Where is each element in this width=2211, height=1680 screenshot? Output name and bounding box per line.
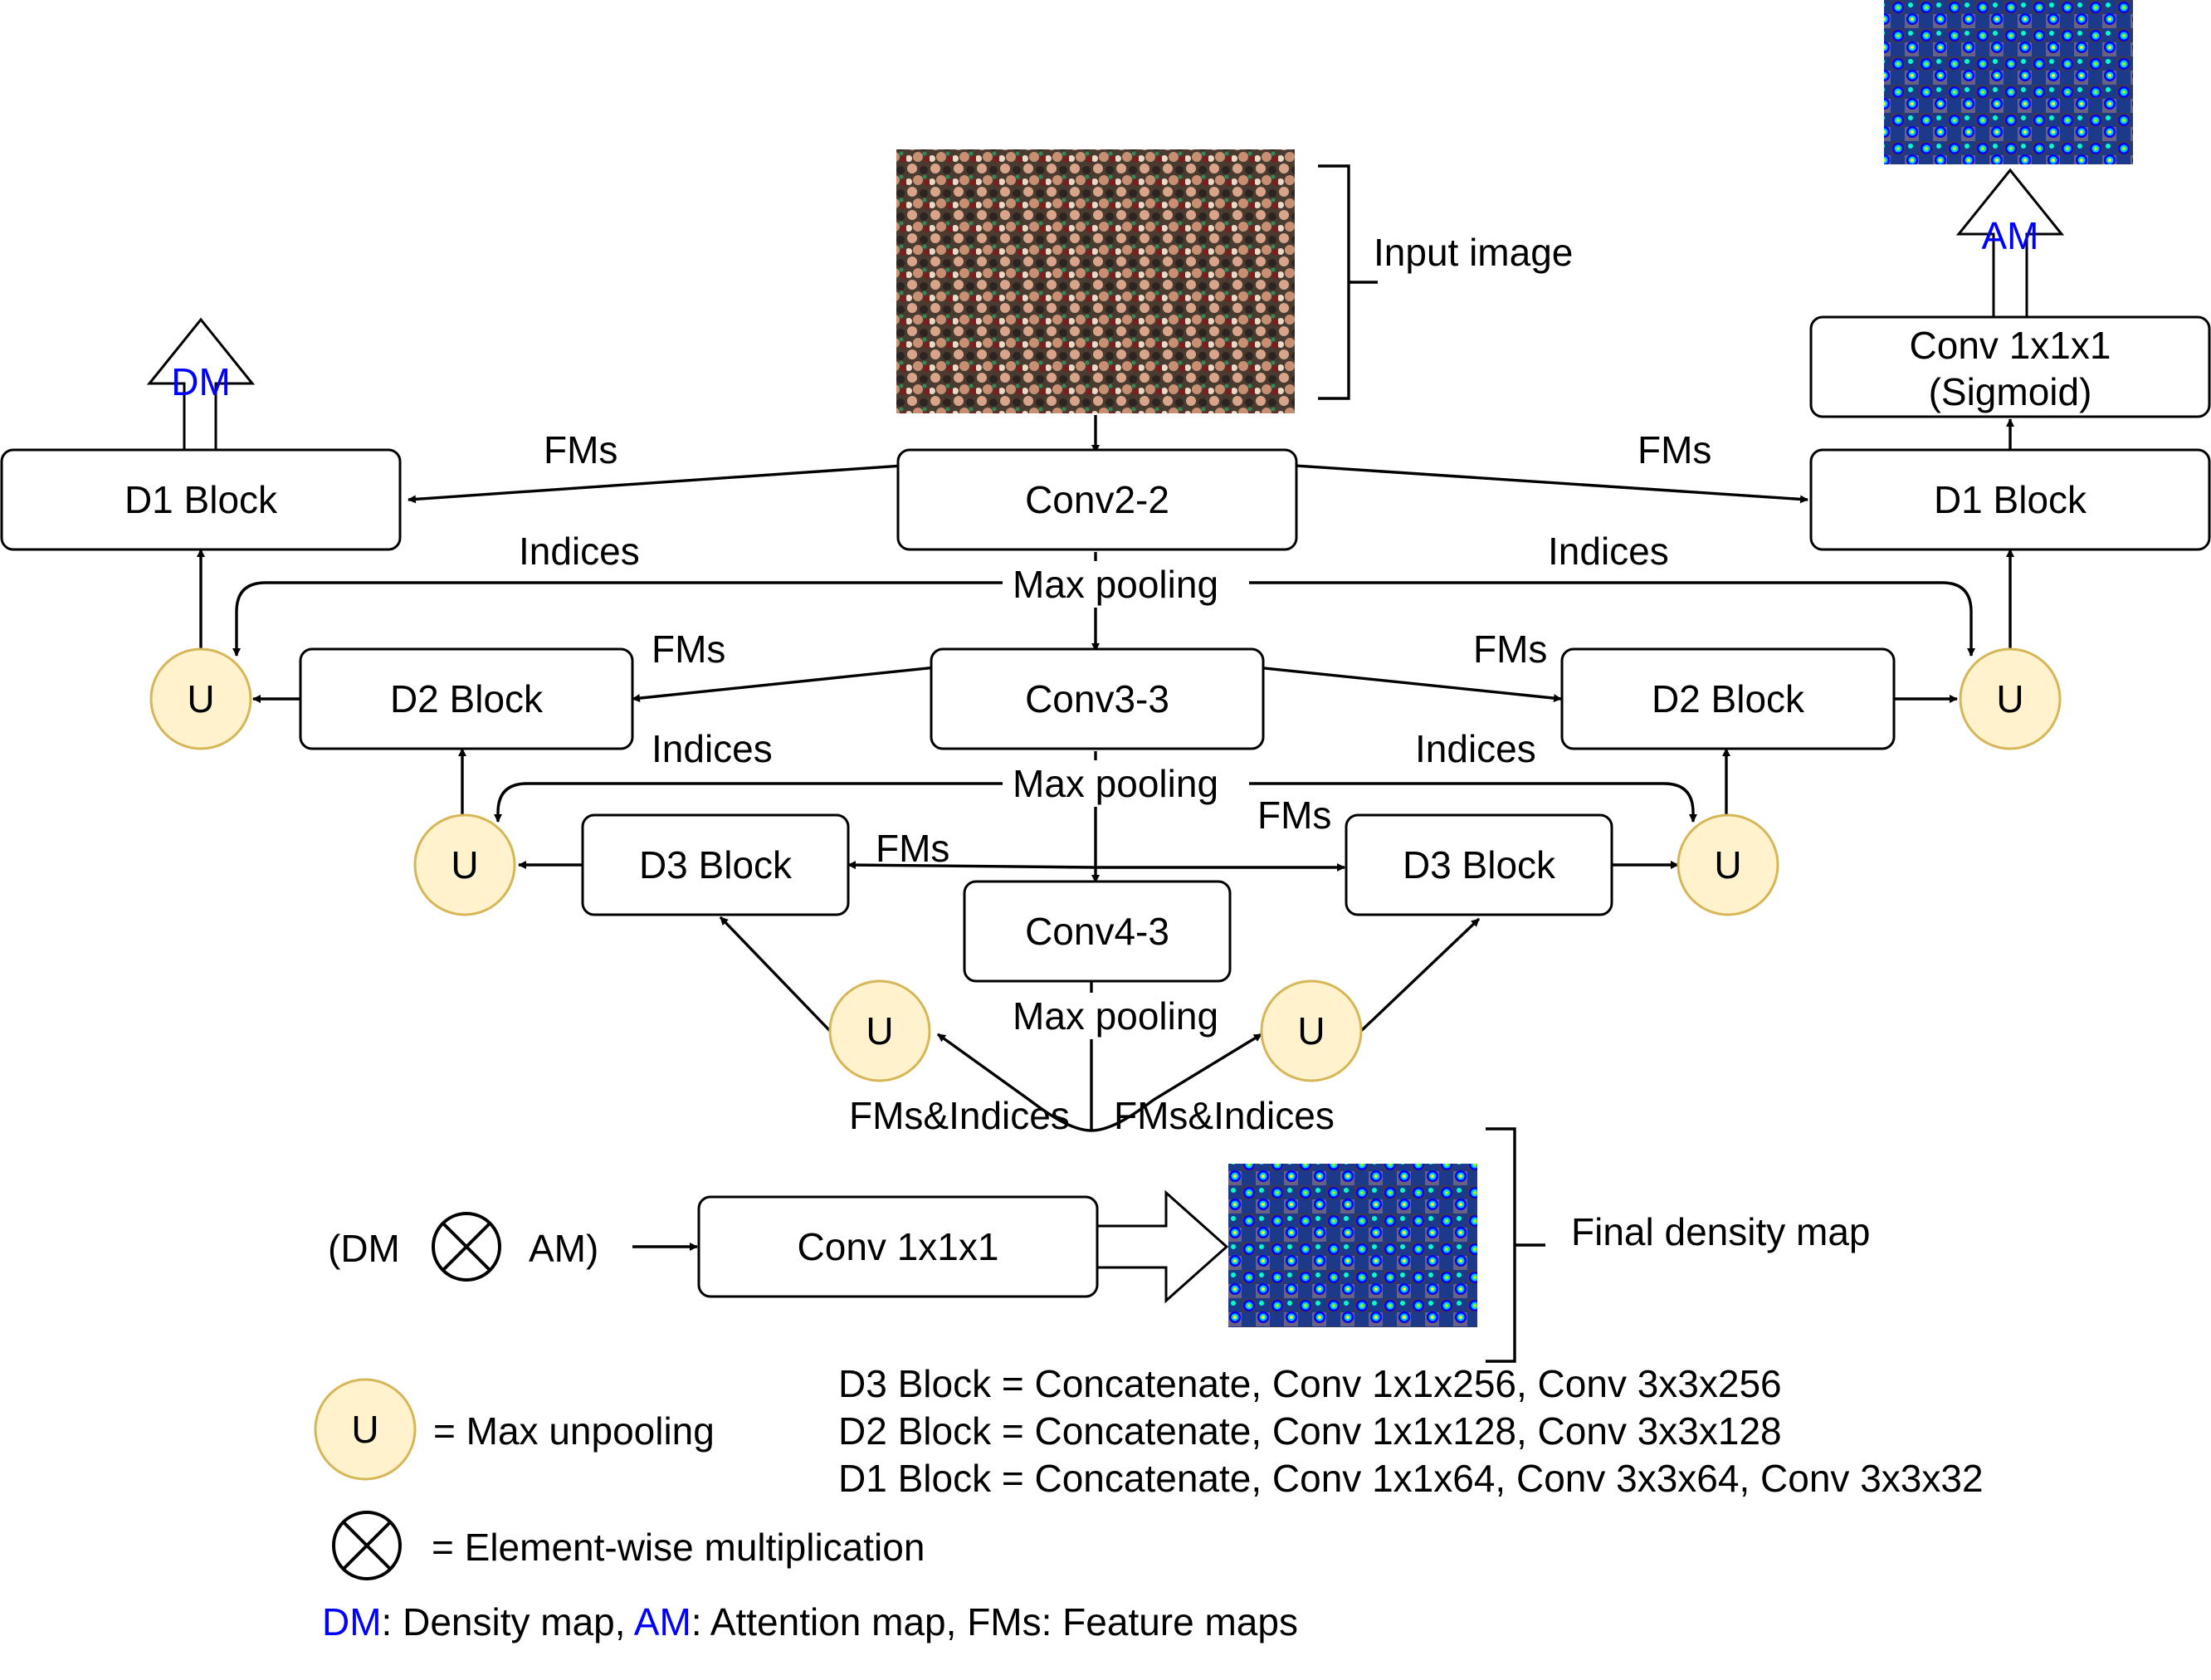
maxpool-label-bg-2 bbox=[1004, 760, 1243, 807]
svg-text:U: U bbox=[1714, 843, 1741, 886]
formula-dm: (DM bbox=[328, 1227, 400, 1270]
edge-indices-left-1 bbox=[232, 581, 1003, 657]
unpool-u6: U bbox=[1260, 979, 1363, 1082]
abbr-am-text: : Attention map, FMs: Feature maps bbox=[691, 1600, 1298, 1643]
final-density-map-image bbox=[1228, 1164, 1477, 1327]
svg-text:U: U bbox=[866, 1009, 893, 1052]
fmsindices-label-right: FMs&Indices bbox=[1114, 1094, 1335, 1137]
fms-label-mid-right: FMs bbox=[1473, 628, 1547, 671]
svg-text:Conv2-2: Conv2-2 bbox=[1025, 478, 1169, 521]
maxpool-label-2: Max pooling bbox=[1013, 762, 1218, 805]
dm-output-arrow bbox=[146, 317, 256, 450]
svg-text:U: U bbox=[1297, 1009, 1325, 1052]
edge-fmsindices-right bbox=[1091, 1033, 1262, 1132]
legend-d1-definition: D1 Block = Concatenate, Conv 1x1x64, Con… bbox=[838, 1457, 1984, 1500]
legend-max-unpooling: = Max unpooling bbox=[433, 1409, 715, 1453]
svg-text:U: U bbox=[1996, 677, 2023, 720]
svg-text:D2 Block: D2 Block bbox=[390, 677, 544, 720]
edge-indices-left-2 bbox=[494, 782, 1003, 823]
final-density-map-label: Final density map bbox=[1571, 1210, 1871, 1253]
dm-output-label: DM bbox=[171, 360, 231, 403]
maxpool-label-bg-1 bbox=[1004, 561, 1243, 608]
svg-text:Conv4-3: Conv4-3 bbox=[1025, 910, 1169, 953]
unpool-u3: U bbox=[413, 813, 516, 916]
svg-text:D3 Block: D3 Block bbox=[1403, 843, 1556, 886]
hollow-arrow-final bbox=[1096, 1189, 1229, 1304]
edge-indices-right-1 bbox=[1249, 581, 1975, 657]
svg-text:U: U bbox=[451, 843, 478, 886]
input-image-bracket bbox=[1318, 164, 1378, 400]
indices-label-right-1: Indices bbox=[1548, 530, 1669, 573]
fms-label-top-left: FMs bbox=[544, 428, 617, 471]
legend-elementwise: = Element-wise multiplication bbox=[432, 1526, 925, 1569]
legend-multiply-icon bbox=[332, 1511, 402, 1580]
svg-text:Conv 1x1x1: Conv 1x1x1 bbox=[1910, 324, 2111, 367]
input-image bbox=[896, 149, 1295, 413]
abbr-dm: DM bbox=[322, 1600, 382, 1643]
input-image-label: Input image bbox=[1374, 231, 1573, 274]
block-conv2-2: Conv2-2 bbox=[896, 448, 1298, 551]
attention-map-image bbox=[1884, 0, 2133, 164]
svg-text:U: U bbox=[187, 677, 214, 720]
edge-indices-right-2 bbox=[1249, 782, 1697, 823]
formula-multiply-icon bbox=[432, 1212, 501, 1282]
block-d3-left: D3 Block bbox=[581, 813, 850, 916]
legend-unpool-symbol: U bbox=[314, 1378, 417, 1481]
maxpool-label-bg-3 bbox=[1004, 993, 1243, 1039]
legend-d2-definition: D2 Block = Concatenate, Conv 1x1x128, Co… bbox=[838, 1409, 1782, 1453]
block-conv3-3: Conv3-3 bbox=[930, 647, 1265, 750]
block-conv-final: Conv 1x1x1 bbox=[697, 1195, 1099, 1298]
svg-text:D1 Block: D1 Block bbox=[1934, 478, 2087, 521]
fms-label-mid-left: FMs bbox=[652, 628, 725, 671]
am-output-arrow bbox=[1955, 168, 2065, 317]
indices-label-left-2: Indices bbox=[652, 727, 773, 770]
block-conv-sigmoid: Conv 1x1x1 (Sigmoid) bbox=[1809, 315, 2211, 418]
abbr-dm-text: : Density map, bbox=[382, 1600, 634, 1643]
edge-fms-d3-left bbox=[847, 861, 1096, 870]
formula-am: AM) bbox=[529, 1227, 598, 1270]
block-d3-right: D3 Block bbox=[1345, 813, 1613, 916]
maxpool-label-3: Max pooling bbox=[1013, 994, 1218, 1038]
fms-label-low-right: FMs bbox=[1257, 794, 1331, 837]
svg-text:U: U bbox=[351, 1408, 378, 1451]
fmsindices-label-left: FMs&Indices bbox=[849, 1094, 1070, 1137]
unpool-u2: U bbox=[1959, 647, 2062, 750]
svg-text:D3 Block: D3 Block bbox=[639, 843, 793, 886]
indices-label-right-2: Indices bbox=[1415, 727, 1536, 770]
svg-text:D2 Block: D2 Block bbox=[1652, 677, 1805, 720]
block-conv4-3: Conv4-3 bbox=[963, 880, 1232, 983]
fms-label-low-left: FMs bbox=[876, 827, 949, 870]
legend-abbreviations: DM: Density map, AM: Attention map, FMs:… bbox=[322, 1600, 1298, 1643]
svg-text:(Sigmoid): (Sigmoid) bbox=[1929, 370, 2092, 413]
svg-text:Conv 1x1x1: Conv 1x1x1 bbox=[798, 1225, 999, 1268]
block-d2-right: D2 Block bbox=[1560, 647, 1896, 750]
maxpool-label-1: Max pooling bbox=[1013, 563, 1218, 606]
edge-u5-d3-left bbox=[719, 916, 832, 1033]
final-density-map-bracket bbox=[1486, 1127, 1545, 1363]
unpool-u1: U bbox=[149, 647, 252, 750]
legend-d3-definition: D3 Block = Concatenate, Conv 1x1x256, Co… bbox=[838, 1362, 1782, 1405]
block-d2-left: D2 Block bbox=[299, 647, 634, 750]
unpool-u4: U bbox=[1677, 813, 1779, 916]
block-d1-left: D1 Block bbox=[0, 448, 402, 551]
abbr-am: AM bbox=[634, 1600, 691, 1643]
fms-label-top-right: FMs bbox=[1638, 428, 1711, 471]
svg-text:Conv3-3: Conv3-3 bbox=[1025, 677, 1169, 720]
indices-label-left-1: Indices bbox=[519, 530, 640, 573]
unpool-u5: U bbox=[828, 979, 931, 1082]
block-d1-right: D1 Block bbox=[1809, 448, 2211, 551]
edge-fmsindices-left bbox=[937, 1033, 1092, 1132]
edge-u6-d3-right bbox=[1359, 917, 1481, 1033]
am-output-label: AM bbox=[1982, 214, 2039, 257]
svg-text:D1 Block: D1 Block bbox=[124, 478, 278, 521]
